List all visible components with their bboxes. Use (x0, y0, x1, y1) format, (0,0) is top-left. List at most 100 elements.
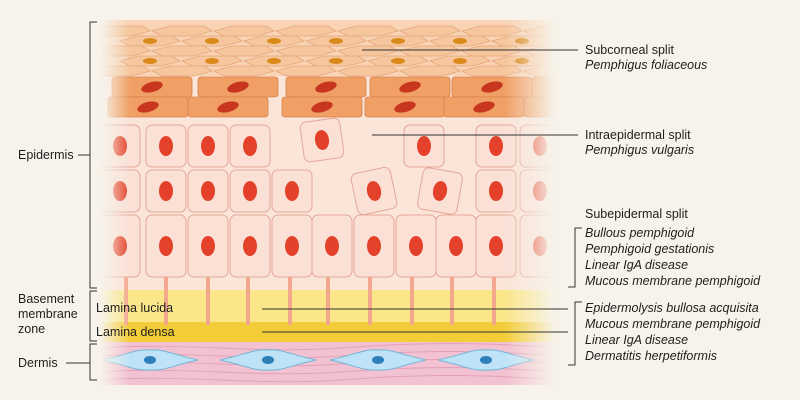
anchoring-fibril (450, 277, 454, 325)
granular-nucleus (473, 101, 495, 113)
spinous-cell (229, 169, 271, 213)
spinous-cell (299, 117, 345, 163)
corneum-nucleus (453, 38, 467, 44)
subepidermal-disease-list: Bullous pemphigoid Pemphigoid gestationi… (585, 225, 760, 289)
spinous-cell (395, 214, 437, 278)
spinous-nucleus (243, 181, 257, 201)
granular-nucleus (315, 81, 337, 93)
epidermis-bracket (89, 21, 97, 289)
densa-disease-2: Mucous membrane pemphigoid (585, 317, 761, 331)
dermal-fiber (100, 343, 555, 351)
spinous-cell (435, 214, 477, 278)
dermal-fiber (100, 375, 555, 383)
granular-nucleus (399, 81, 421, 93)
anchoring-fibril (206, 277, 210, 325)
fibroblast-nucleus (372, 356, 384, 364)
lamina-densa-label: Lamina densa (96, 325, 175, 339)
spinous-nucleus (201, 236, 215, 256)
bmz-bracket (89, 290, 97, 342)
subepidermal-disease-2: Pemphigoid gestationis (585, 242, 715, 256)
corneum-nucleus (267, 58, 281, 64)
spinous-nucleus (243, 236, 257, 256)
subepidermal-split-title: Subepidermal split (585, 207, 688, 221)
corneum-nucleus (329, 58, 343, 64)
spinous-cell (353, 214, 395, 278)
left-brackets (66, 21, 97, 381)
spinous-cell (271, 169, 313, 213)
spinous-nucleus (314, 130, 330, 150)
corneum-nucleus (143, 38, 157, 44)
subepidermal-bracket (568, 227, 582, 288)
intraepidermal-split-title: Intraepidermal split (585, 128, 691, 142)
densa-disease-4: Dermatitis herpetiformis (585, 349, 717, 363)
corneum-cell (150, 65, 213, 77)
spinous-nucleus (489, 236, 503, 256)
corneum-nucleus (267, 38, 281, 44)
spinous-cell (187, 124, 229, 168)
spinous-nucleus (367, 236, 381, 256)
spinous-nucleus (432, 181, 448, 201)
dermis-label: Dermis (18, 356, 58, 370)
spinous-nucleus (159, 136, 173, 156)
spinous-nucleus (159, 181, 173, 201)
corneum-nucleus (205, 58, 219, 64)
fade-right (505, 20, 555, 385)
lamina-lucida-label: Lamina lucida (96, 301, 174, 315)
spinous-cell (350, 166, 398, 216)
corneum-cell (274, 65, 337, 77)
spinous-nucleus (285, 236, 299, 256)
fibroblast-nucleus (480, 356, 492, 364)
spinous-cell (311, 214, 353, 278)
spinous-nucleus (489, 136, 503, 156)
granular-nucleus (137, 101, 159, 113)
corneum-nucleus (391, 38, 405, 44)
subcorneal-disease: Pemphigus foliaceous (585, 58, 708, 72)
anchoring-fibril (492, 277, 496, 325)
spinous-cell (403, 124, 445, 168)
spinous-cell (145, 214, 187, 278)
spinous-nucleus (489, 181, 503, 201)
anchoring-fibril (288, 277, 292, 325)
densa-disease-bracket (568, 301, 582, 366)
corneum-cell (212, 65, 275, 77)
corneum-nucleus (391, 58, 405, 64)
bmz-label: Basement membrane zone (18, 292, 78, 337)
granular-nucleus (553, 101, 555, 113)
granular-nucleus (217, 101, 239, 113)
corneum-nucleus (329, 38, 343, 44)
fade-left (100, 20, 130, 385)
fibroblast-nucleus (144, 356, 156, 364)
subepidermal-disease-4: Mucous membrane pemphigoid (585, 274, 761, 288)
spinous-nucleus (201, 136, 215, 156)
subcorneal-split-label: Subcorneal split Pemphigus foliaceous (585, 43, 707, 73)
spinous-cell (145, 124, 187, 168)
spinous-cell (229, 214, 271, 278)
corneum-nucleus (453, 58, 467, 64)
spinous-nucleus (243, 136, 257, 156)
granular-nucleus (311, 101, 333, 113)
anchoring-fibril (410, 277, 414, 325)
anchoring-fibril (326, 277, 330, 325)
densa-disease-1: Epidermolysis bullosa acquisita (585, 301, 759, 315)
spinous-cell (187, 169, 229, 213)
spinous-cell (271, 214, 313, 278)
anchoring-fibril (164, 277, 168, 325)
spinous-cell (187, 214, 229, 278)
granular-nucleus (560, 79, 584, 94)
corneum-cell (398, 65, 461, 77)
anchoring-fibril (368, 277, 372, 325)
corneum-cell (336, 65, 399, 77)
spinous-nucleus (366, 181, 382, 201)
granular-nucleus (394, 101, 416, 113)
densa-disease-3: Linear IgA disease (585, 333, 689, 347)
anchoring-fibril (246, 277, 250, 325)
epidermis-label: Epidermis (18, 148, 74, 162)
corneum-nucleus (143, 58, 157, 64)
spinous-cell (229, 124, 271, 168)
granular-nucleus (481, 81, 503, 93)
spinous-nucleus (201, 181, 215, 201)
intraepidermal-split-label: Intraepidermal split Pemphigus vulgaris (585, 128, 694, 158)
lamina-densa-disease-list: Epidermolysis bullosa acquisita Mucous m… (585, 300, 760, 364)
spinous-cell (145, 169, 187, 213)
